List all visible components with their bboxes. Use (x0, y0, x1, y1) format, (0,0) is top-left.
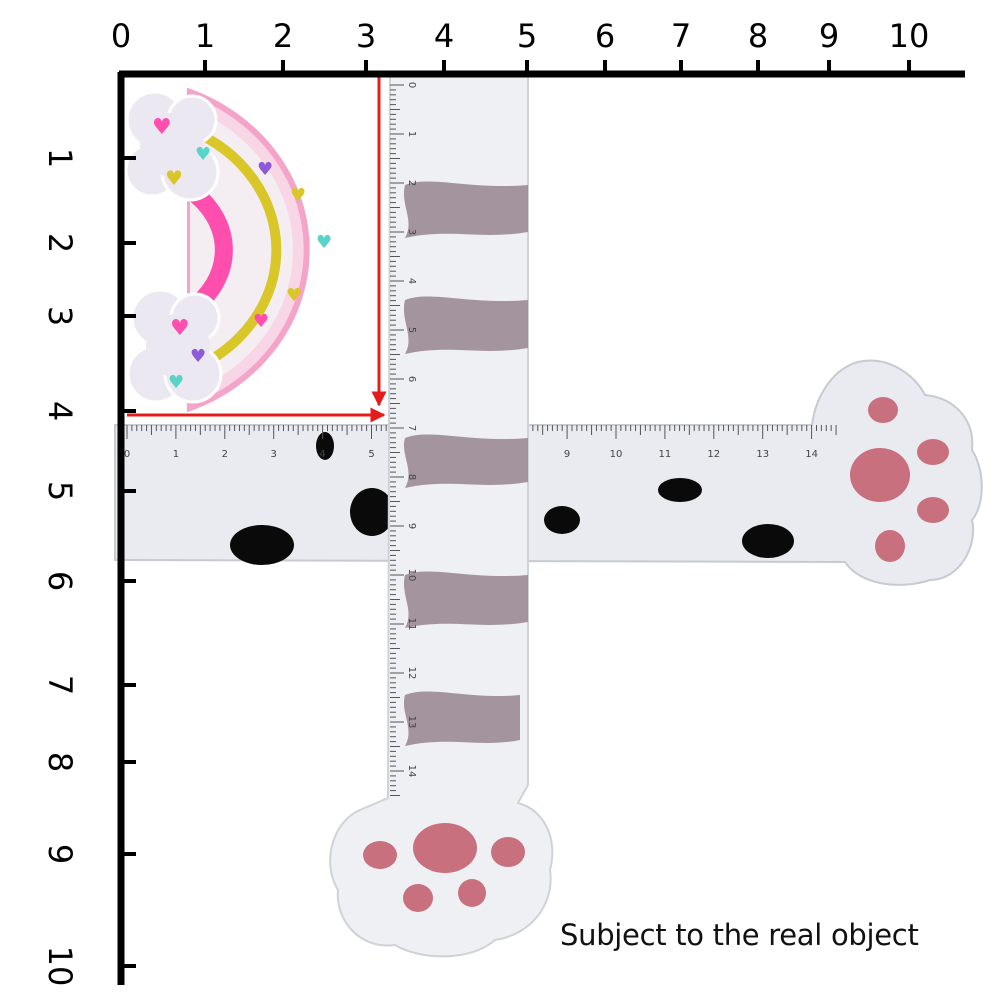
ruler-label: 3 (406, 229, 417, 235)
ruler-label: 0 (124, 449, 130, 460)
svg-text:♥: ♥ (168, 372, 184, 393)
cow-spot (742, 524, 794, 558)
ruler-label: 5 (368, 449, 374, 460)
ruler-label: 9 (564, 449, 570, 460)
ruler-stripe (403, 296, 528, 354)
cloud-top: ♥ ♥ ♥ (124, 90, 220, 202)
ruler-label: 4 (406, 278, 417, 284)
top-axis-label: 5 (517, 17, 537, 55)
cow-spot (544, 506, 580, 534)
paw-pads-right (850, 397, 949, 562)
ruler-label: 7 (406, 425, 417, 431)
ruler-label: 1 (173, 449, 179, 460)
ruler-label: 13 (756, 449, 769, 460)
ruler-label: 11 (659, 449, 672, 460)
cloud-bottom: ♥ ♥ ♥ (126, 288, 223, 404)
ruler-label: 8 (406, 474, 417, 480)
svg-text:♥: ♥ (290, 185, 306, 206)
cow-spot (658, 478, 702, 502)
ruler-label: 0 (406, 82, 417, 88)
paw-toe-pad (363, 841, 397, 869)
ruler-label: 12 (707, 449, 720, 460)
paw-toe-pad (868, 397, 898, 423)
left-axis-label: 10 (41, 946, 79, 987)
cow-spot (230, 525, 294, 565)
svg-text:♥: ♥ (170, 316, 190, 341)
svg-text:♥: ♥ (253, 311, 269, 332)
vertical-ruler-ticks (390, 84, 404, 796)
top-axis-label: 3 (356, 17, 376, 55)
ruler-label: 6 (406, 376, 417, 382)
ruler-label: 1 (406, 131, 417, 137)
paw-main-pad (413, 823, 477, 873)
svg-text:♥: ♥ (257, 159, 273, 180)
top-axis-label: 1 (195, 17, 215, 55)
ruler-label: 9 (406, 523, 417, 529)
paw-main-pad (850, 448, 910, 502)
ruler-stripe (403, 571, 528, 628)
left-axis-label: 2 (41, 233, 79, 253)
left-axis-label: 1 (41, 148, 79, 168)
top-axis-ticks (203, 60, 911, 74)
ruler-label: 10 (610, 449, 623, 460)
top-axis-label: 6 (595, 17, 615, 55)
svg-text:♥: ♥ (286, 285, 302, 306)
paw-toe-pad (917, 497, 949, 523)
left-axis-label: 9 (41, 844, 79, 864)
rainbow-hearts: ♥ ♥ ♥ ♥ ♥ (253, 159, 332, 332)
cow-spot (316, 432, 334, 460)
ruler-label: 2 (222, 449, 228, 460)
ruler-stripe (403, 691, 520, 746)
left-axis-labels: 1 2 3 4 5 6 7 8 9 10 (41, 148, 79, 987)
top-axis-label: 9 (819, 17, 839, 55)
paw-toe-pad (491, 837, 525, 867)
ruler-label: 14 (805, 449, 818, 460)
left-axis-label: 7 (41, 675, 79, 695)
svg-text:♥: ♥ (190, 346, 206, 367)
svg-text:♥: ♥ (316, 232, 332, 253)
ruler-label: 5 (406, 327, 417, 333)
paw-toe-pad (917, 439, 949, 465)
ruler-label: 12 (406, 667, 417, 680)
ruler-stripe (403, 181, 528, 238)
ruler-label: 14 (406, 765, 417, 778)
left-axis-label: 3 (41, 306, 79, 326)
ruler-label: 3 (271, 449, 277, 460)
paw-pads-bottom (363, 823, 525, 912)
paw-toe-pad (403, 884, 433, 912)
top-axis-label: 2 (273, 17, 293, 55)
disclaimer-caption: Subject to the real object (560, 918, 919, 952)
ruler-label: 10 (406, 569, 417, 582)
svg-text:♥: ♥ (165, 166, 183, 190)
ruler-label: 13 (406, 716, 417, 729)
ruler-label: 11 (406, 618, 417, 631)
top-axis-label: 8 (748, 17, 768, 55)
top-axis-label: 0 (111, 17, 131, 55)
rainbow-yellow-band (188, 125, 282, 375)
left-axis-label: 8 (41, 752, 79, 772)
rainbow-clip-product: ♥ ♥ ♥ ♥ ♥ ♥ ♥ ♥ ♥ ♥ ♥ (124, 87, 332, 413)
left-axis-label: 4 (41, 401, 79, 421)
ruler-stripe (403, 434, 528, 488)
top-axis-label: 7 (671, 17, 691, 55)
top-axis-labels: 0 1 2 3 4 5 6 7 8 9 10 (111, 17, 930, 55)
svg-text:♥: ♥ (152, 115, 172, 140)
left-axis-label: 6 (41, 571, 79, 591)
cow-spot (350, 488, 394, 536)
paw-toe-pad (875, 530, 905, 562)
ruler-label: 4 (319, 449, 325, 460)
left-axis-label: 5 (41, 481, 79, 501)
top-axis-label: 10 (889, 17, 930, 55)
svg-text:♥: ♥ (195, 144, 211, 165)
top-axis-label: 4 (434, 17, 454, 55)
paw-toe-pad (458, 879, 486, 907)
left-axis-ticks (121, 156, 136, 968)
ruler-label: 2 (406, 180, 417, 186)
